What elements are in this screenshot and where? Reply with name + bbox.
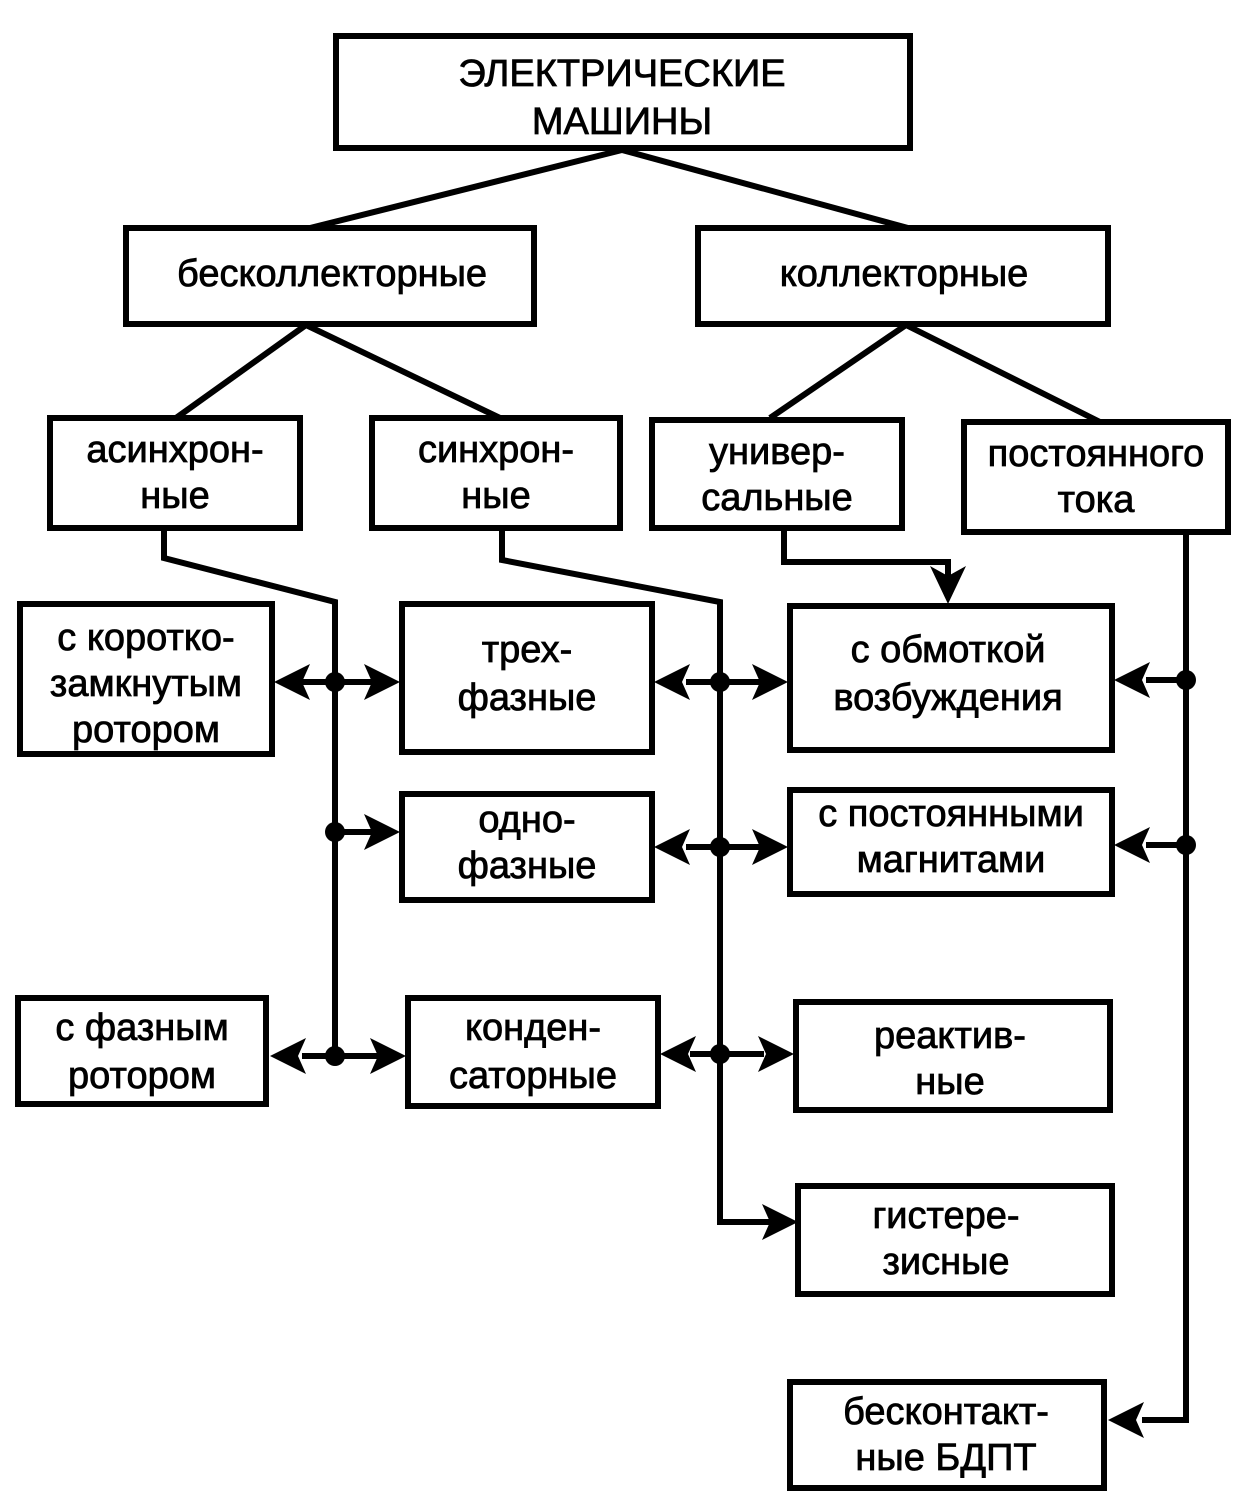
node-singlephase-line-2: фазные [458, 845, 597, 887]
node-squirrel: с коротко- замкнутым ротором [17, 601, 275, 757]
node-capacitor-line-2: саторные [449, 1055, 617, 1097]
node-woundrotor: с фазным ротором [15, 995, 269, 1107]
node-reactive-line-2: ные [915, 1061, 984, 1103]
node-bldc: бесконтакт- ные БДПТ [787, 1379, 1107, 1491]
edge-collector-universal [768, 322, 908, 421]
node-sync-line-2: ные [461, 475, 530, 517]
node-capacitor: конден- саторные [405, 995, 661, 1109]
node-hysteresis-line-2: зисные [882, 1241, 1009, 1283]
node-dc: постоянного тока [961, 419, 1231, 535]
node-sync-line-1: синхрон- [418, 429, 574, 471]
node-universal-line-1: универ- [709, 431, 845, 473]
arrowhead-permanent-left [752, 829, 788, 865]
arrowhead-threephase-left [364, 664, 400, 700]
edge-collector-dc [904, 322, 1102, 425]
node-threephase-line-2: фазные [458, 677, 597, 719]
node-capacitor-line-1: конден- [465, 1007, 601, 1049]
junction-dot [1176, 670, 1196, 690]
node-threephase: трех- фазные [399, 601, 655, 755]
edge-brushless-sync [304, 322, 502, 421]
node-async: асинхрон- ные [47, 415, 303, 531]
arrowheads [270, 566, 1150, 1438]
node-dc-line-2: тока [1058, 479, 1136, 521]
node-hysteresis: гистере- зисные [795, 1183, 1115, 1297]
node-brushless-line-1: бесколлекторные [177, 253, 487, 295]
node-singlephase-line-1: одно- [478, 799, 575, 841]
arrowhead-capacitor-right [660, 1036, 696, 1072]
sync-bus [499, 530, 770, 1225]
arrowhead-excitation-down [930, 566, 966, 604]
junction-dot [325, 822, 345, 842]
arrowhead-reactive [758, 1036, 794, 1072]
junction-dot [710, 1044, 730, 1064]
node-async-line-2: ные [140, 475, 209, 517]
node-root-line-2: МАШИНЫ [532, 101, 712, 143]
node-squirrel-line-1: с коротко- [57, 617, 234, 659]
node-permanent-line-2: магнитами [857, 839, 1046, 881]
node-woundrotor-line-1: с фазным [55, 1007, 228, 1049]
node-root-line-1: ЭЛЕКТРИЧЕСКИЕ [458, 53, 785, 95]
junction-dot [325, 672, 345, 692]
edge-root-brushless [309, 147, 623, 231]
junction-dot [710, 837, 730, 857]
node-threephase-line-1: трех- [482, 629, 573, 671]
arrowhead-excitation-right [1114, 662, 1150, 698]
arrowhead-singlephase-right [654, 829, 690, 865]
arrowhead-squirrel [274, 664, 310, 700]
node-universal-line-2: сальные [701, 477, 853, 519]
arrowhead-threephase-right [654, 664, 690, 700]
node-excitation: с обмоткой возбуждения [787, 603, 1115, 753]
universal-to-excitation [781, 530, 951, 588]
node-excitation-line-1: с обмоткой [851, 629, 1046, 671]
node-dc-line-1: постоянного [988, 433, 1205, 475]
dc-bus [1142, 532, 1189, 1423]
arrowhead-bldc [1108, 1402, 1144, 1438]
junction-dot [325, 1046, 345, 1066]
node-singlephase: одно- фазные [399, 791, 655, 903]
arrowhead-woundrotor [270, 1038, 306, 1074]
arrowhead-singlephase-left [364, 814, 400, 850]
node-squirrel-line-2: замкнутым [50, 663, 242, 705]
node-brushless: бесколлекторные [123, 225, 537, 327]
node-sync: синхрон- ные [369, 415, 623, 531]
node-hysteresis-line-1: гистере- [872, 1195, 1019, 1237]
node-root: ЭЛЕКТРИЧЕСКИЕ МАШИНЫ [333, 33, 913, 151]
edge-brushless-async [174, 322, 308, 421]
arrowhead-excitation-left [752, 664, 788, 700]
node-permanent: с постоянными магнитами [787, 787, 1115, 897]
node-reactive: реактив- ные [793, 999, 1113, 1113]
arrowhead-hysteresis [762, 1204, 798, 1240]
node-permanent-line-1: с постоянными [818, 793, 1084, 835]
arrowhead-permanent-right [1114, 827, 1150, 863]
node-collector-line-1: коллекторные [780, 253, 1029, 295]
junctions [325, 670, 1196, 1066]
node-reactive-line-1: реактив- [874, 1015, 1026, 1057]
node-bldc-line-1: бесконтакт- [843, 1391, 1049, 1433]
node-async-line-1: асинхрон- [86, 429, 263, 471]
node-squirrel-line-3: ротором [72, 709, 220, 751]
node-bldc-line-2: ные БДПТ [855, 1437, 1036, 1479]
arrowhead-capacitor-left [370, 1038, 406, 1074]
edge-root-collector [621, 147, 909, 231]
junction-dot [1176, 835, 1196, 855]
node-excitation-line-2: возбуждения [833, 677, 1062, 719]
junction-dot [710, 672, 730, 692]
node-universal: универ- сальные [649, 417, 905, 531]
node-woundrotor-line-2: ротором [68, 1055, 216, 1097]
node-collector: коллекторные [695, 225, 1111, 327]
